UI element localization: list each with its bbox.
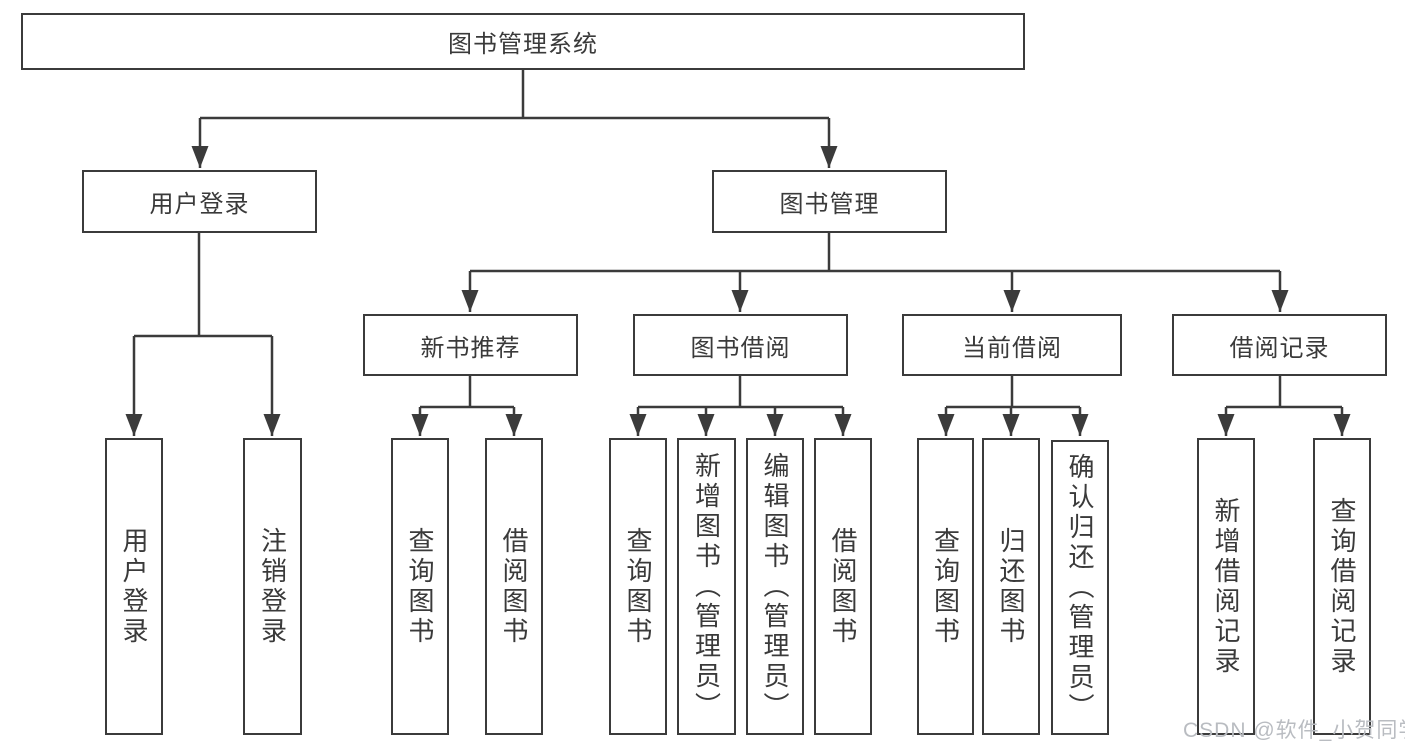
node-book-borrowing: 图书借阅 [633, 314, 848, 376]
node-leaf-return-book: 归还图书 [982, 438, 1040, 735]
node-current-borrowing: 当前借阅 [902, 314, 1122, 376]
node-leaf-borrow-book-1: 借阅图书 [485, 438, 543, 735]
node-leaf-edit-book-admin: 编辑图书（管理员） [746, 438, 804, 735]
watermark: CSDN @软件_小贺同学 [1183, 719, 1405, 742]
node-user-login: 用户登录 [82, 170, 317, 233]
node-library-management-system: 图书管理系统 [21, 13, 1025, 70]
node-borrowing-records: 借阅记录 [1172, 314, 1387, 376]
node-leaf-borrow-book-2: 借阅图书 [814, 438, 872, 735]
node-leaf-query-book-1: 查询图书 [391, 438, 449, 735]
node-leaf-add-borrow-record: 新增借阅记录 [1197, 438, 1255, 735]
node-leaf-query-borrow-record: 查询借阅记录 [1313, 438, 1371, 735]
node-leaf-query-book-2: 查询图书 [609, 438, 667, 735]
node-leaf-confirm-return-admin: 确认归还（管理员） [1051, 440, 1109, 735]
node-leaf-add-book-admin: 新增图书（管理员） [677, 438, 736, 735]
node-leaf-logout: 注销登录 [243, 438, 302, 735]
node-leaf-user-login: 用户登录 [105, 438, 163, 735]
node-book-management: 图书管理 [712, 170, 947, 233]
node-new-book-recommend: 新书推荐 [363, 314, 578, 376]
node-leaf-query-book-3: 查询图书 [917, 438, 974, 735]
